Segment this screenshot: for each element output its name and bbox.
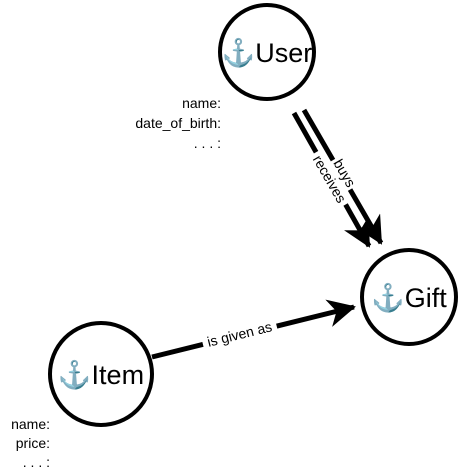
user-property-date-of-birth: date_of_birth: xyxy=(135,115,221,131)
anchor-icon: ⚓ xyxy=(222,37,256,68)
user-property-more: . . . : xyxy=(194,135,221,151)
edge-label-is-given-as: is given as xyxy=(205,318,273,350)
node-user[interactable]: ⚓User xyxy=(218,3,316,101)
item-property-more: . . . : xyxy=(23,454,50,470)
edge-label-is-given-as-group: is given as xyxy=(200,316,279,352)
node-gift-label: Gift xyxy=(405,283,448,313)
item-properties: name: price: . . . : xyxy=(11,416,50,470)
node-item[interactable]: ⚓Item xyxy=(48,321,154,427)
user-property-name: name: xyxy=(182,95,221,111)
anchor-icon: ⚓ xyxy=(58,359,92,390)
node-gift[interactable]: ⚓Gift xyxy=(360,248,458,346)
node-user-text: ⚓User xyxy=(222,37,313,68)
node-item-text: ⚓Item xyxy=(58,359,144,390)
item-property-price: price: xyxy=(16,435,50,451)
node-gift-text: ⚓Gift xyxy=(371,282,447,313)
user-properties: name: date_of_birth: . . . : xyxy=(135,95,221,151)
anchor-icon: ⚓ xyxy=(371,282,405,313)
node-item-label: Item xyxy=(92,360,145,390)
item-property-name: name: xyxy=(11,416,50,432)
node-user-label: User xyxy=(255,38,312,68)
